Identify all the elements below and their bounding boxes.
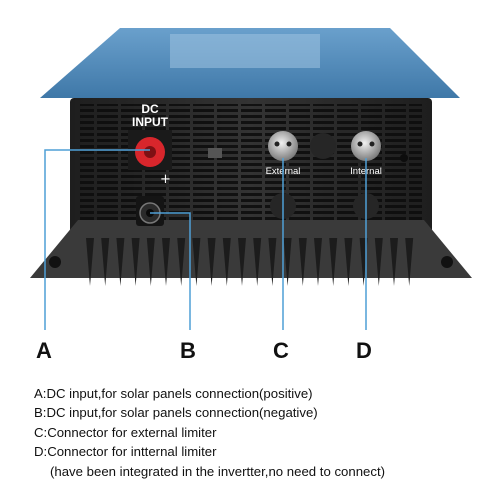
- heat-sink-fin: [162, 238, 170, 286]
- mounting-hole-left: [49, 256, 61, 268]
- heat-sink-fin: [86, 238, 94, 286]
- inverter-illustration: DC INPUT + External Internal: [30, 28, 472, 330]
- heat-sink-fin: [329, 238, 338, 286]
- internal-connector: [351, 131, 381, 161]
- heat-sink-fin: [298, 238, 307, 286]
- callout-label-b: B: [180, 338, 196, 363]
- indicator-hole: [400, 154, 408, 162]
- callout-label-c: C: [273, 338, 289, 363]
- legend: A:DC input,for solar panels connection(p…: [34, 384, 494, 481]
- blank-plug: [310, 133, 336, 159]
- heat-sink-fin: [131, 238, 140, 286]
- mounting-flange: [30, 220, 472, 278]
- legend-item-d: D:Connector for intternal limiter: [34, 444, 217, 460]
- display-window: [170, 34, 320, 68]
- heat-sink-fin: [283, 238, 292, 286]
- callout-line-a: [44, 149, 150, 330]
- legend-item-b: B:DC input,for solar panels connection(n…: [34, 405, 318, 421]
- heat-sink-fin: [374, 238, 383, 286]
- heat-sink-fin: [101, 238, 110, 286]
- mounting-hole-right: [441, 256, 453, 268]
- heat-sink-fin: [146, 238, 155, 286]
- heat-sink-fin: [253, 238, 262, 286]
- callout-label-a: A: [36, 338, 52, 363]
- heat-sink-fin: [192, 238, 201, 286]
- external-connector: [268, 131, 298, 161]
- heat-sink-fin: [405, 238, 414, 286]
- heat-sink-fin: [222, 238, 231, 286]
- heat-sink-fin: [238, 238, 246, 286]
- plus-sign: +: [160, 172, 171, 187]
- dip-switch: [208, 148, 222, 158]
- legend-item-d-note: (have been integrated in the invertter,n…: [50, 463, 386, 479]
- dc-input-label-2: INPUT: [132, 115, 169, 129]
- heat-sink-fins: [86, 238, 414, 286]
- callout-label-d: D: [356, 338, 372, 363]
- legend-item-c: C:Connector for external limiter: [34, 424, 217, 440]
- heat-sink-fin: [344, 238, 353, 286]
- callout-line-b: [150, 212, 191, 330]
- heat-sink-fin: [268, 238, 277, 286]
- heat-sink-fin: [390, 238, 398, 286]
- dc-input-label: DC: [141, 102, 159, 116]
- heat-sink-fin: [116, 238, 125, 286]
- legend-item-a: A:DC input,for solar panels connection(p…: [34, 386, 313, 401]
- heat-sink-fin: [177, 238, 186, 286]
- heat-sink-fin: [314, 238, 322, 286]
- heat-sink-fin: [207, 238, 216, 286]
